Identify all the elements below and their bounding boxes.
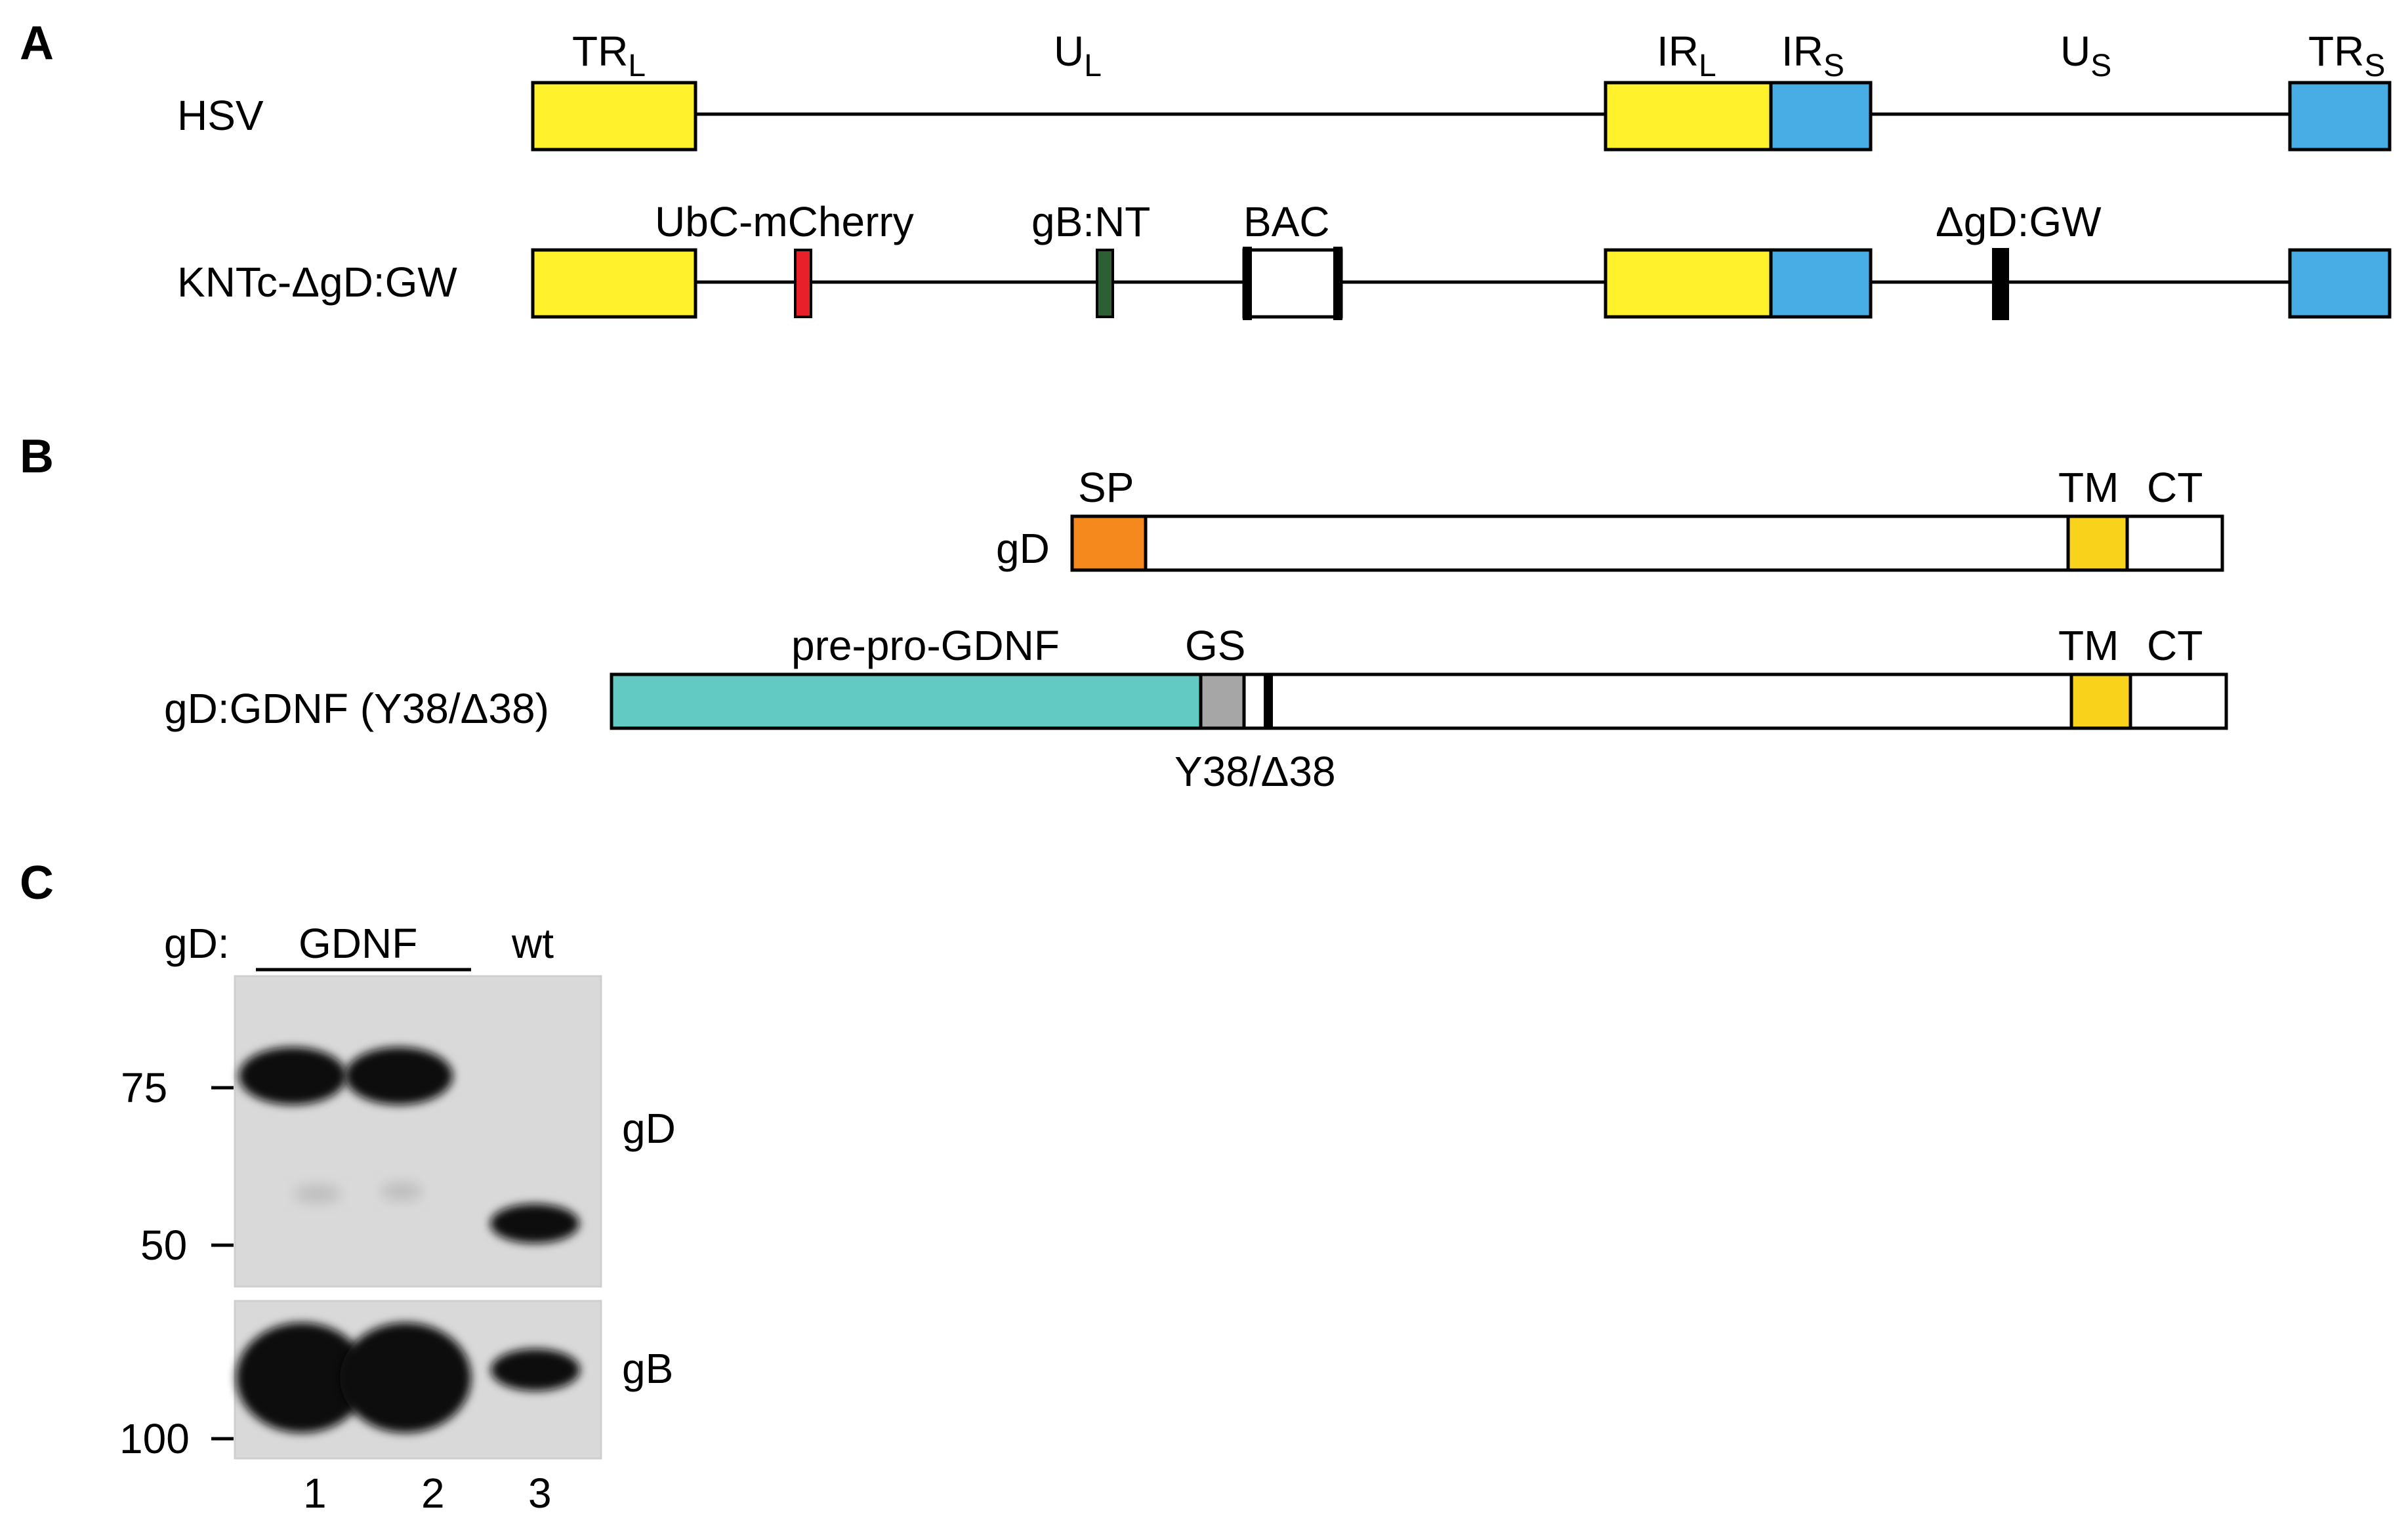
hsv-trl-box [531,81,697,152]
domain-label-tm-gd: TM [2058,464,2119,511]
kntc-irl-box [1604,248,1773,319]
panel-c: C gD: GDNF wt 75 50 100 gD gB 1 2 3 [20,857,676,1517]
gs-linker [1199,672,1246,730]
header-wt: wt [511,920,554,967]
gd-gdnf-tm-domain [2069,672,2132,730]
domain-label-sp: SP [1078,464,1134,511]
gd-bar [1070,514,2224,572]
panel-a: A HSV TRL UL IRL IRS US TRS KNTc-ΔgD:GW … [20,17,2392,320]
faint-band-lane1 [294,1185,341,1203]
band-lane3-gd [490,1204,579,1243]
lane-number-3: 3 [528,1470,552,1517]
hsv-irs-box [1769,81,1873,152]
hsv-trs-box [2288,81,2392,152]
domain-label-tm-gdnf: TM [2058,622,2119,669]
insert-label-dgd-gw: ΔgD:GW [1936,198,2102,245]
header-gd-label: gD: [164,920,230,967]
domain-label-pre-pro-gdnf: pre-pro-GDNF [791,622,1060,669]
mcherry-insert [794,249,812,318]
band-lane1-gb [236,1323,367,1433]
lane-number-2: 2 [421,1470,445,1517]
region-label-irl: IRL [1657,28,1716,83]
gbnt-insert [1096,249,1114,318]
domain-label-y38: Y38/Δ38 [1174,748,1336,795]
kntc-trs-box [2288,248,2392,319]
panel-label-b: B [20,430,54,483]
band-lane3-gb [491,1349,580,1391]
domain-label-ct-gdnf: CT [2147,622,2203,669]
gdnf-domain [610,672,1203,730]
domain-label-ct-gd: CT [2147,464,2203,511]
row-label-gd: gD [996,525,1050,572]
header-gdnf: GDNF [299,920,417,967]
domain-label-gs: GS [1185,622,1245,669]
gd-sp-domain [1070,514,1148,572]
region-label-trl: TRL [572,28,646,83]
panel-b: B gD SP TM CT gD:GDNF (Y38/Δ38) pre-pro-… [20,430,2228,795]
insert-label-ubc-mcherry: UbC-mCherry [655,198,914,245]
row-label-gd-gdnf: gD:GDNF (Y38/Δ38) [164,685,549,732]
band-lane2-gb [340,1323,471,1433]
bac-left-edge [1243,247,1252,320]
band-lane1-gd [239,1047,346,1105]
region-label-us: US [2060,28,2111,83]
band-lane2-gd [345,1047,453,1105]
kntc-irs-box [1769,248,1873,319]
bac-right-edge [1333,247,1342,320]
row-label-kntc: KNTc-ΔgD:GW [177,258,457,306]
marker-100-label: 100 [119,1415,190,1462]
bac-insert [1242,248,1343,319]
region-label-ul: UL [1054,28,1102,83]
blot-label-gd: gD [622,1105,676,1152]
panel-label-c: C [20,857,54,909]
marker-50-label: 50 [140,1222,187,1269]
faint-band-lane2 [381,1182,423,1201]
gd-tm-domain [2066,514,2129,572]
dgd-gw-insert [1992,248,2009,320]
region-label-irs: IRS [1781,28,1844,83]
kntc-trl-box [531,248,697,319]
y38-marker [1264,674,1273,728]
blot-label-gb: gB [622,1345,673,1392]
row-label-hsv: HSV [177,92,264,139]
insert-label-bac: BAC [1243,198,1330,245]
hsv-irl-box [1604,81,1773,152]
lane-number-1: 1 [303,1470,327,1517]
insert-label-gbnt: gB:NT [1031,198,1150,245]
marker-75-label: 75 [121,1064,167,1111]
region-label-trs: TRS [2308,28,2385,83]
panel-label-a: A [20,17,54,70]
